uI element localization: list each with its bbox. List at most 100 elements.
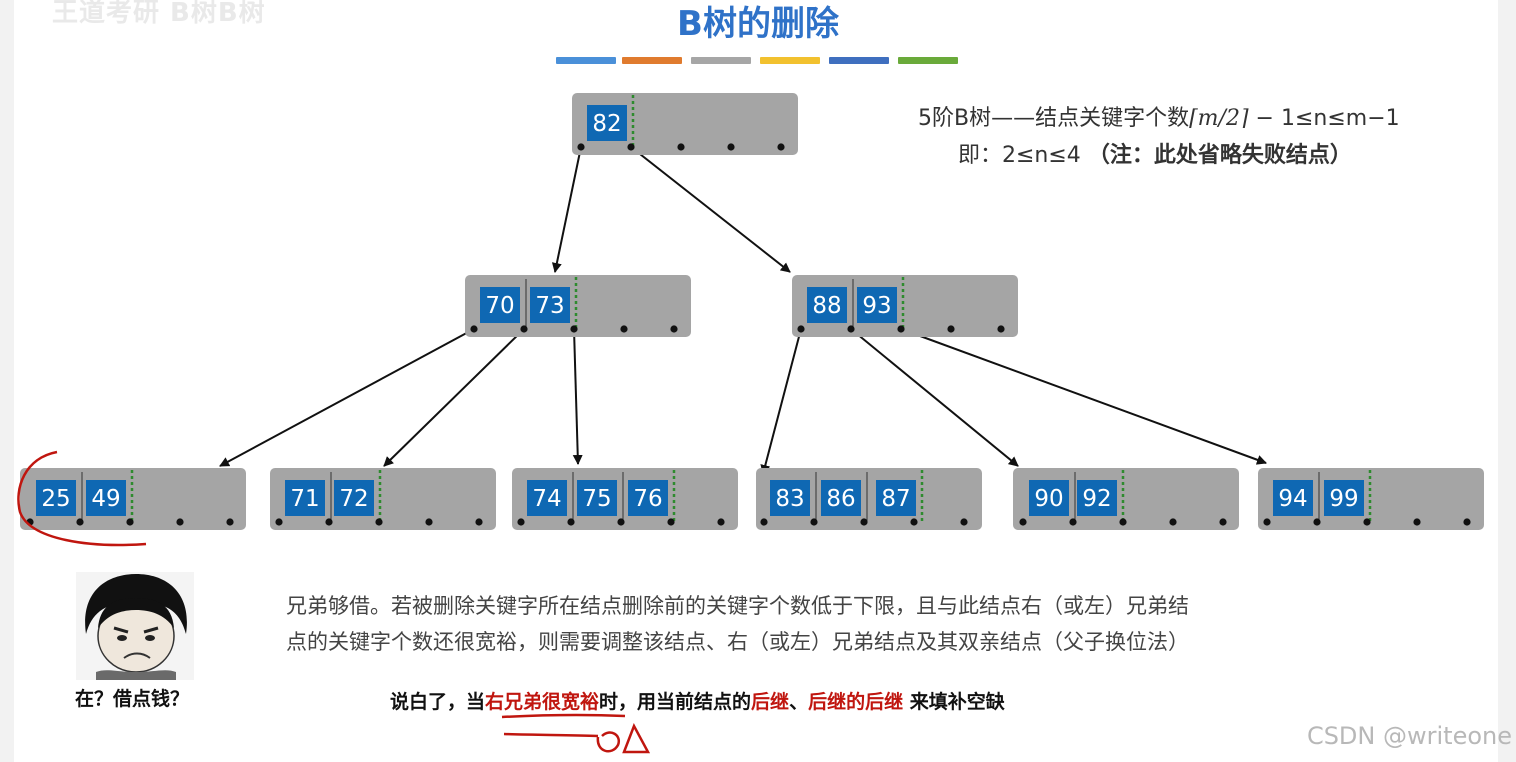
key-box (577, 480, 617, 516)
child-pointer-dot (677, 143, 685, 151)
key-box (1077, 480, 1117, 516)
paragraph-line-1: 兄弟够借。若被删除关键字所在结点删除前的关键字个数低于下限，且与此结点右（或左）… (286, 594, 1189, 618)
child-pointer-dot (1169, 518, 1177, 526)
key-label: 72 (339, 486, 368, 512)
child-pointer-dot (325, 518, 333, 526)
node-box (465, 275, 691, 337)
key-box (1324, 480, 1364, 516)
root-node: 82 (572, 93, 798, 155)
child-pointer-dot (570, 325, 578, 333)
key-box (857, 287, 897, 323)
child-pointer-dot (617, 518, 625, 526)
info-line-1: 5阶B树——结点关键字个数⌈m/2⌉ − 1≤n≤m−1 (918, 100, 1400, 132)
info-line-2: 即：2≤n≤4 （注：此处省略失败结点） (958, 137, 1352, 169)
child-pointer-dot (670, 325, 678, 333)
child-pointer-dot (1263, 518, 1271, 526)
child-pointer-dot (727, 143, 735, 151)
child-pointer-dot (425, 518, 433, 526)
key-box (334, 480, 374, 516)
node-box (792, 275, 1018, 337)
key-label: 71 (290, 486, 319, 512)
summary-line: 说白了，当右兄弟很宽裕时，用当前结点的后继、后继的后继 来填补空缺 (390, 687, 1005, 714)
key-label: 94 (1278, 486, 1307, 512)
child-pointer-dot (1219, 518, 1227, 526)
child-pointer-dot (76, 518, 84, 526)
key-label: 90 (1034, 486, 1063, 512)
key-label: 70 (485, 293, 514, 319)
summary-part-1: 说白了，当 (390, 691, 486, 713)
title-color-bar (556, 57, 616, 64)
child-pointer-dot (910, 518, 918, 526)
child-pointer-dot (667, 518, 675, 526)
child-pointer-dot (1363, 518, 1371, 526)
key-label: 76 (633, 486, 662, 512)
key-box (285, 480, 325, 516)
title-color-bar (760, 57, 820, 64)
child-pointer-dot (717, 518, 725, 526)
child-pointer-dot (810, 518, 818, 526)
child-pointer-dot (1019, 518, 1027, 526)
child-pointer-dot (1313, 518, 1321, 526)
meme-caption: 在？借点钱？ (75, 688, 190, 710)
tree-edge-arrow (551, 146, 582, 273)
child-pointer-dot (567, 518, 575, 526)
child-pointer-dot (997, 325, 1005, 333)
key-label: 82 (592, 111, 621, 137)
info-line-1-suffix: − 1≤n≤m−1 (1248, 106, 1400, 131)
key-box (587, 105, 627, 141)
key-box (876, 480, 916, 516)
child-pointer-dot (847, 325, 855, 333)
child-pointer-dot (897, 325, 905, 333)
leaf-node: 90 92 (1013, 468, 1239, 530)
title-color-bar (829, 57, 889, 64)
child-pointer-dot (176, 518, 184, 526)
node-box (270, 468, 496, 530)
summary-highlight-3: 后继的后继 (808, 691, 904, 713)
child-pointer-dot (760, 518, 768, 526)
tree-edge-arrow (850, 328, 1019, 467)
child-pointer-dot (960, 518, 968, 526)
node-box (756, 468, 982, 530)
info-line-2-prefix: 即：2≤n≤4 (958, 143, 1088, 168)
key-label: 25 (41, 486, 70, 512)
leaf-node: 25 49 (20, 468, 246, 530)
node-box (512, 468, 738, 530)
child-pointer-dot (226, 518, 234, 526)
child-pointer-dot (1119, 518, 1127, 526)
child-pointer-dot (577, 143, 585, 151)
key-label: 86 (826, 486, 855, 512)
leaf-node: 71 72 (270, 468, 496, 530)
key-label: 74 (532, 486, 561, 512)
node-box (1258, 468, 1484, 530)
node-box (572, 93, 798, 155)
child-pointer-dot (475, 518, 483, 526)
tree-edge-arrow (760, 328, 802, 475)
child-pointer-dot (620, 325, 628, 333)
summary-part-3: 、 (789, 691, 809, 713)
page-title: B树的删除 (677, 4, 839, 44)
title-color-bar (622, 57, 682, 64)
key-label: 73 (535, 293, 564, 319)
tree-edge-arrow (383, 328, 525, 467)
summary-highlight-1: 右兄弟很宽裕 (485, 691, 600, 713)
child-pointer-dot (627, 143, 635, 151)
child-pointer-dot (1463, 518, 1471, 526)
tree-edge-arrow (572, 328, 583, 465)
child-pointer-dot (1069, 518, 1077, 526)
key-label: 49 (91, 486, 120, 512)
key-box (821, 480, 861, 516)
child-pointer-dot (947, 325, 955, 333)
key-box (530, 287, 570, 323)
summary-part-4: 来填补空缺 (903, 691, 1005, 713)
child-pointer-dot (797, 325, 805, 333)
info-line-1-prefix: 5阶B树——结点关键字个数 (918, 106, 1190, 131)
key-label: 87 (881, 486, 910, 512)
key-label: 92 (1082, 486, 1111, 512)
child-pointer-dot (517, 518, 525, 526)
child-pointer-dot (470, 325, 478, 333)
child-pointer-dot (520, 325, 528, 333)
